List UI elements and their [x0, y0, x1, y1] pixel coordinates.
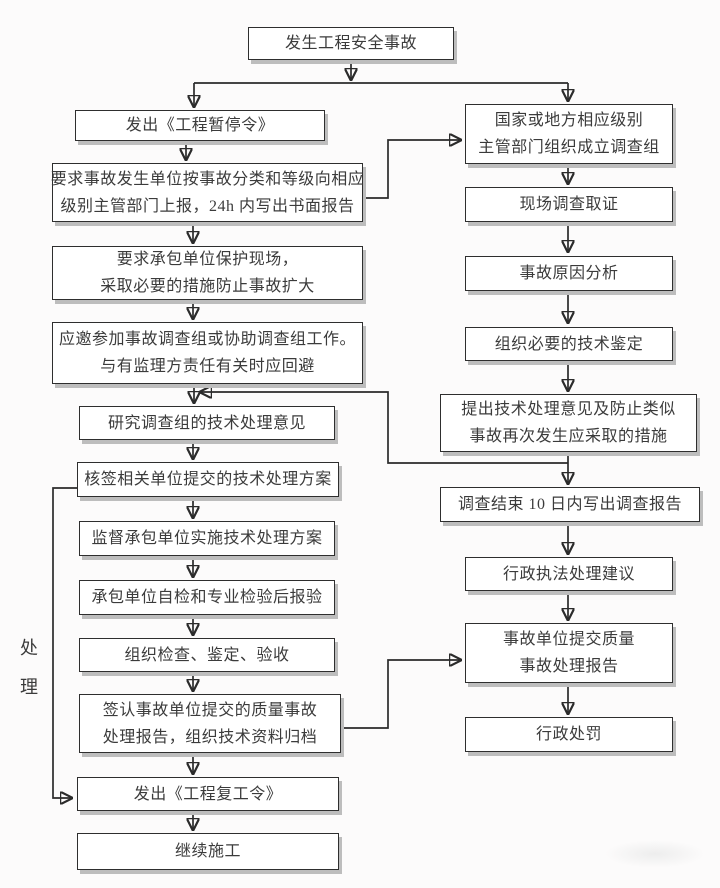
node-administrative-penalty: 行政处罚 — [465, 717, 673, 752]
node-issue-suspension-order: 发出《工程暂停令》 — [75, 110, 325, 141]
side-label-char: 理 — [20, 677, 38, 697]
node-label: 调查结束 10 日内写出调查报告 — [457, 496, 682, 513]
node-contractor-self-inspection: 承包单位自检和专业检验后报验 — [79, 580, 335, 615]
node-label: 发生工程安全事故 — [284, 35, 417, 52]
node-propose-treatment-measures: 提出技术处理意见及防止类似 事故再次发生应采取的措施 — [440, 394, 697, 452]
node-investigation-report-10days: 调查结束 10 日内写出调查报告 — [440, 487, 700, 522]
node-issue-resume-order: 发出《工程复工令》 — [77, 777, 339, 811]
node-label: 要求事故发生单位按事故分类和等级向相应 — [50, 170, 365, 188]
node-accident-occurs: 发生工程安全事故 — [248, 27, 454, 60]
node-label: 与有监理方责任有关时应回避 — [100, 358, 315, 375]
node-label: 事故再次发生应采取的措施 — [469, 428, 668, 445]
node-require-report-24h: 要求事故发生单位按事故分类和等级向相应 级别主管部门上报，24h 内写出书面报告 — [50, 163, 365, 222]
link-countersign-plan-to-resume-order — [52, 487, 77, 798]
link-countersign-report-to-unit-report — [341, 660, 460, 729]
node-label: 事故原因分析 — [519, 265, 619, 282]
link-report-to-investigation-team — [363, 140, 460, 199]
node-label: 行政处罚 — [535, 726, 602, 743]
node-label: 核签相关单位提交的技术处理方案 — [84, 471, 332, 488]
node-continue-construction: 继续施工 — [77, 833, 339, 870]
watermark-smudge — [605, 840, 705, 868]
node-label: 国家或地方相应级别 — [494, 112, 644, 129]
side-label-handling: 处 理 — [20, 634, 38, 699]
node-protect-site: 要求承包单位保护现场， 采取必要的措施防止事故扩大 — [52, 246, 363, 300]
node-label: 行政执法处理建议 — [502, 565, 635, 583]
node-label: 发出《工程复工令》 — [133, 785, 283, 803]
node-administrative-enforcement-suggestion: 行政执法处理建议 — [465, 557, 673, 591]
node-join-investigation-team: 应邀参加事故调查组或协助调查组工作。 与有监理方责任有关时应回避 — [52, 322, 363, 384]
node-supervise-implementation: 监督承包单位实施技术处理方案 — [79, 521, 335, 556]
node-label: 主管部门组织成立调查组 — [478, 139, 660, 156]
node-site-investigation: 现场调查取证 — [465, 187, 673, 222]
node-label: 研究调查组的技术处理意见 — [107, 414, 306, 432]
node-label: 提出技术处理意见及防止类似 — [461, 401, 676, 418]
node-technical-appraisal: 组织必要的技术鉴定 — [465, 327, 673, 361]
node-label: 承包单位自检和专业检验后报验 — [91, 589, 323, 606]
node-countersign-accident-report: 签认事故单位提交的质量事故 处理报告，组织技术资料归档 — [79, 694, 341, 753]
node-label: 应邀参加事故调查组或协助调查组工作。 — [58, 331, 356, 348]
node-label: 继续施工 — [174, 843, 241, 860]
node-label: 事故单位提交质量 — [502, 631, 635, 648]
node-label: 事故处理报告 — [519, 658, 619, 675]
node-label: 监督承包单位实施技术处理方案 — [91, 530, 323, 547]
node-label: 要求承包单位保护现场， — [116, 251, 299, 268]
node-label: 级别主管部门上报，24h 内写出书面报告 — [60, 197, 355, 215]
link-measures-to-study-opinions — [201, 392, 568, 464]
node-label: 处理报告，组织技术资料归档 — [102, 728, 318, 746]
node-study-technical-opinions: 研究调查组的技术处理意见 — [79, 406, 335, 440]
node-label: 发出《工程暂停令》 — [125, 117, 275, 134]
node-label: 现场调查取证 — [519, 196, 619, 213]
side-label-char: 处 — [20, 638, 38, 658]
node-label: 组织必要的技术鉴定 — [494, 335, 644, 353]
node-authority-form-investigation-team: 国家或地方相应级别 主管部门组织成立调查组 — [465, 104, 673, 164]
node-unit-submit-accident-report: 事故单位提交质量 事故处理报告 — [465, 623, 673, 683]
node-label: 采取必要的措施防止事故扩大 — [100, 278, 315, 295]
node-cause-analysis: 事故原因分析 — [465, 256, 673, 291]
node-label: 组织检查、鉴定、验收 — [124, 646, 290, 664]
node-label: 签认事故单位提交的质量事故 — [102, 701, 318, 719]
node-countersign-treatment-plan: 核签相关单位提交的技术处理方案 — [77, 462, 339, 497]
node-organize-inspection-acceptance: 组织检查、鉴定、验收 — [79, 638, 335, 672]
